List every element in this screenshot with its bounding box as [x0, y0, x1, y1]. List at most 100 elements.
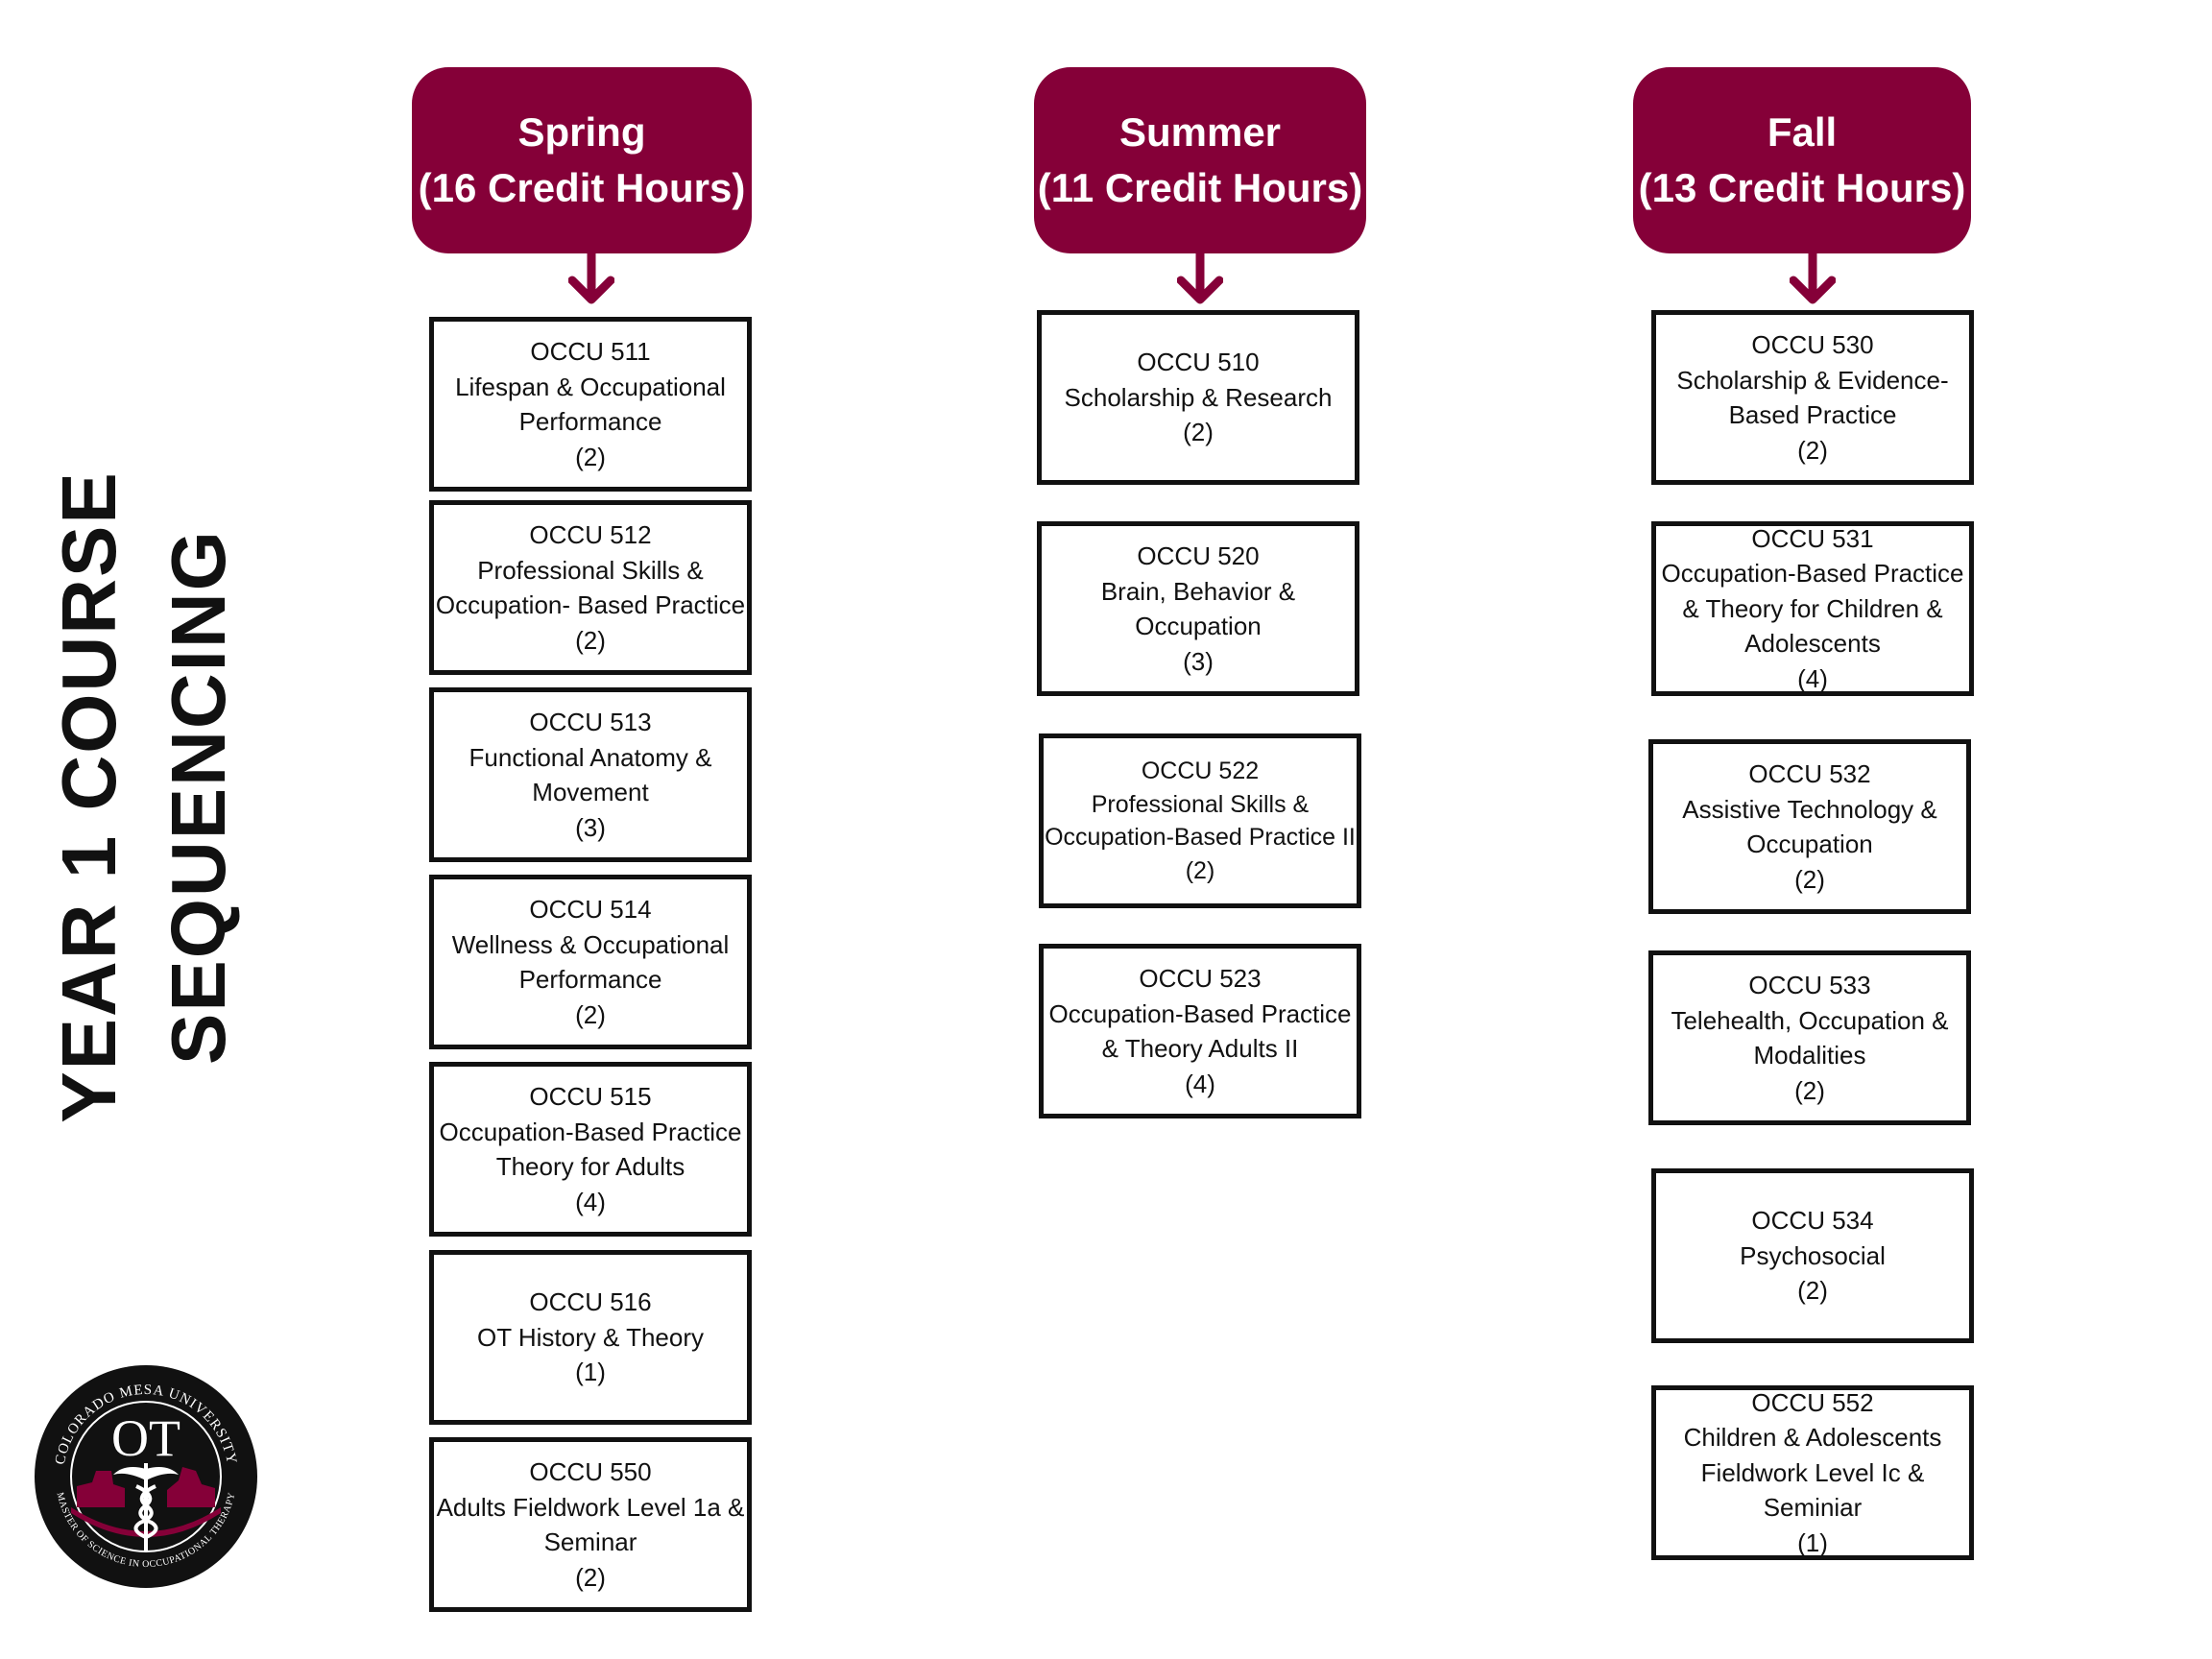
term-header-fall: Fall (13 Credit Hours)	[1633, 67, 1971, 253]
term-hours: (16 Credit Hours)	[418, 165, 746, 210]
course-title: & Theory for Children &	[1682, 593, 1943, 623]
course-title: Occupation-Based Practice	[439, 1117, 742, 1146]
course-code: OCCU 552	[1751, 1387, 1874, 1417]
course-title: Seminar	[543, 1527, 637, 1556]
course-credits: (2)	[575, 999, 606, 1029]
course-box-occu-511: OCCU 511 Lifespan & Occupational Perform…	[429, 317, 752, 492]
caduceus-icon	[113, 1463, 179, 1551]
course-title: Occupation-Based Practice	[1661, 559, 1964, 589]
course-box-occu-514: OCCU 514 Wellness & Occupational Perform…	[429, 875, 752, 1049]
course-box-occu-530: OCCU 530 Scholarship & Evidence- Based P…	[1651, 310, 1974, 485]
course-code: OCCU 511	[530, 337, 651, 366]
course-box-occu-510: OCCU 510 Scholarship & Research (2)	[1037, 310, 1359, 485]
course-title: Scholarship & Evidence-	[1676, 365, 1949, 395]
course-credits: (4)	[1797, 663, 1828, 693]
course-box-occu-523: OCCU 523 Occupation-Based Practice & The…	[1039, 944, 1361, 1118]
course-title: Occupation	[1135, 612, 1262, 640]
course-code: OCCU 512	[529, 520, 652, 549]
course-credits: (2)	[575, 1562, 606, 1592]
course-credits: (3)	[1183, 646, 1214, 676]
course-title: Movement	[532, 778, 649, 806]
course-code: OCCU 514	[529, 895, 652, 924]
course-title: Occupation-Based Practice II	[1045, 824, 1356, 851]
course-title: Occupation- Based Practice	[435, 590, 746, 619]
course-code: OCCU 530	[1751, 330, 1874, 359]
course-title: Children & Adolescents	[1683, 1423, 1942, 1453]
course-title: Brain, Behavior &	[1100, 576, 1296, 606]
course-code: OCCU 513	[529, 708, 652, 736]
course-box-occu-531: OCCU 531 Occupation-Based Practice & The…	[1651, 521, 1974, 696]
course-code: OCCU 534	[1751, 1206, 1874, 1236]
course-box-occu-520: OCCU 520 Brain, Behavior & Occupation (3…	[1037, 521, 1359, 696]
course-title: Scholarship & Research	[1064, 382, 1333, 412]
course-credits: (1)	[1797, 1527, 1828, 1557]
page-title-line-2: SEQUENCING	[156, 529, 241, 1065]
course-title: Performance	[518, 407, 662, 436]
course-credits: (4)	[575, 1187, 606, 1216]
course-code: OCCU 516	[529, 1287, 652, 1317]
course-title: OT History & Theory	[477, 1322, 704, 1352]
logo-initials: OT	[111, 1409, 180, 1467]
course-box-occu-533: OCCU 533 Telehealth, Occupation & Modali…	[1648, 950, 1971, 1125]
course-title: Seminiar	[1763, 1493, 1863, 1523]
course-title: Fieldwork Level Ic &	[1700, 1457, 1925, 1487]
course-title: Performance	[518, 965, 662, 994]
course-credits: (1)	[575, 1358, 606, 1387]
course-code: OCCU 510	[1137, 348, 1260, 377]
term-hours: (13 Credit Hours)	[1638, 165, 1966, 210]
course-code: OCCU 532	[1748, 759, 1871, 788]
course-credits: (2)	[575, 625, 606, 655]
course-title: Professional Skills &	[477, 555, 704, 585]
course-credits: (3)	[575, 812, 606, 842]
course-title: Lifespan & Occupational	[455, 372, 726, 401]
course-box-occu-516: OCCU 516 OT History & Theory (1)	[429, 1250, 752, 1425]
course-box-occu-550: OCCU 550 Adults Fieldwork Level 1a & Sem…	[429, 1437, 752, 1612]
course-title: Adolescents	[1744, 629, 1881, 659]
course-credits: (2)	[1794, 864, 1825, 894]
course-title: Modalities	[1753, 1041, 1866, 1070]
course-credits: (2)	[1185, 856, 1215, 884]
course-credits: (2)	[1797, 435, 1828, 465]
course-credits: (4)	[1185, 1069, 1215, 1098]
page-title: YEAR 1 COURSE SEQUENCING	[19, 365, 269, 1229]
term-header-summer: Summer (11 Credit Hours)	[1034, 67, 1366, 253]
arrow-down-icon	[568, 253, 614, 304]
arrow-down-icon	[1790, 253, 1836, 304]
course-code: OCCU 522	[1141, 757, 1260, 784]
course-title: Telehealth, Occupation &	[1671, 1005, 1949, 1035]
course-credits: (2)	[1797, 1276, 1828, 1306]
term-name: Fall	[1767, 109, 1838, 155]
course-credits: (2)	[1183, 418, 1214, 447]
term-header-spring: Spring (16 Credit Hours)	[412, 67, 752, 253]
course-code: OCCU 533	[1748, 971, 1871, 999]
course-title: Psychosocial	[1740, 1240, 1886, 1270]
course-box-occu-512: OCCU 512 Professional Skills & Occupatio…	[429, 500, 752, 675]
course-box-occu-515: OCCU 515 Occupation-Based Practice Theor…	[429, 1062, 752, 1237]
arrow-down-icon	[1177, 253, 1223, 304]
course-code: OCCU 523	[1139, 964, 1262, 993]
course-title: Adults Fieldwork Level 1a &	[436, 1492, 745, 1522]
course-credits: (2)	[1794, 1075, 1825, 1105]
course-title: Occupation-Based Practice	[1048, 998, 1352, 1028]
course-title: Wellness & Occupational	[451, 929, 730, 959]
course-title: Assistive Technology &	[1682, 794, 1937, 824]
term-name: Spring	[517, 109, 646, 155]
university-seal-logo: OT COLORADO MESA UNIVERSITY MASTER OF SC…	[35, 1365, 257, 1588]
page-title-line-1: YEAR 1 COURSE	[46, 470, 132, 1123]
course-box-occu-532: OCCU 532 Assistive Technology & Occupati…	[1648, 739, 1971, 914]
term-name: Summer	[1118, 109, 1282, 155]
course-title: Theory for Adults	[495, 1152, 685, 1181]
course-box-occu-522: OCCU 522 Professional Skills & Occupatio…	[1039, 733, 1361, 908]
course-box-occu-513: OCCU 513 Functional Anatomy & Movement (…	[429, 687, 752, 862]
course-code: OCCU 520	[1137, 541, 1260, 570]
term-hours: (11 Credit Hours)	[1037, 165, 1363, 210]
course-code: OCCU 515	[529, 1082, 652, 1111]
course-title: Professional Skills &	[1091, 790, 1310, 818]
course-box-occu-534: OCCU 534 Psychosocial (2)	[1651, 1168, 1974, 1343]
course-title: & Theory Adults II	[1101, 1034, 1299, 1063]
course-box-occu-552: OCCU 552 Children & Adolescents Fieldwor…	[1651, 1385, 1974, 1560]
course-title: Functional Anatomy &	[469, 742, 712, 772]
course-credits: (2)	[575, 442, 606, 471]
course-code: OCCU 550	[529, 1457, 652, 1486]
course-code: OCCU 531	[1751, 523, 1874, 553]
